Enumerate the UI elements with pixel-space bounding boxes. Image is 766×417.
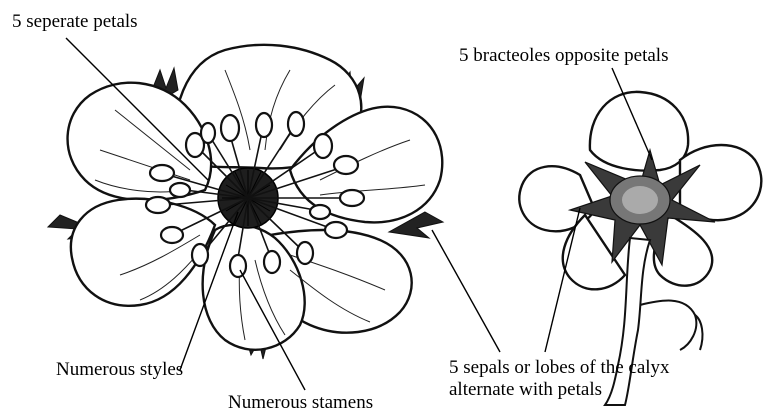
left-flower xyxy=(48,45,443,359)
label-numerous-styles: Numerous styles xyxy=(56,360,183,380)
label-numerous-stamens: Numerous stamens xyxy=(228,393,373,413)
stem-branch xyxy=(640,301,696,350)
label-sepals-line1: 5 sepals or lobes of the calyx xyxy=(449,358,670,378)
label-bracteoles: 5 bracteoles opposite petals xyxy=(459,46,668,66)
label-sepals-line2: alternate with petals xyxy=(449,380,602,400)
right-petal-right xyxy=(680,145,761,220)
label-separate-petals: 5 seperate petals xyxy=(12,12,138,32)
